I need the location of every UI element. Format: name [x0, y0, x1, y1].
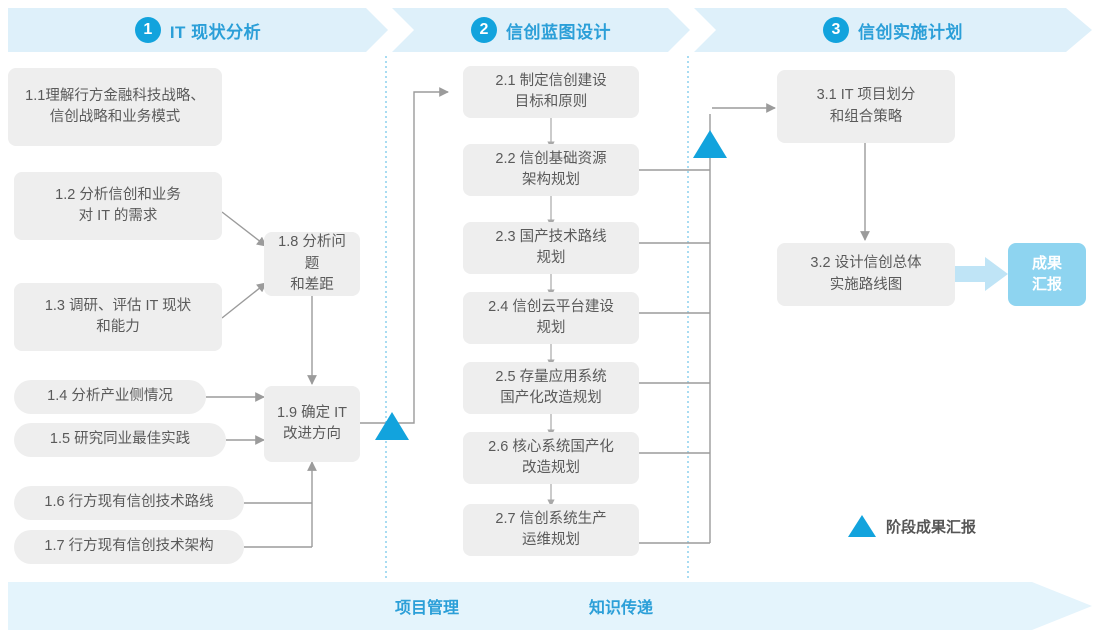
phase-header-1-inner: 1 IT 现状分析: [135, 17, 261, 43]
task-box-1-7[interactable]: 1.7 行方现有信创技术架构: [14, 530, 244, 564]
task-box-1-3-line1: 1.3 调研、评估 IT 现状: [44, 297, 192, 314]
task-box-2-3-line1: 2.3 国产技术路线: [495, 228, 607, 245]
phase-header-3-inner: 3 信创实施计划: [823, 17, 963, 43]
task-box-2-7-line1: 2.7 信创系统生产: [495, 510, 607, 527]
bottom-label-knowledge-transfer: 知识传递: [589, 600, 654, 617]
bottom-label-project-management: 项目管理: [395, 600, 460, 617]
task-box-1-7-label: 1.7 行方现有信创技术架构: [44, 538, 214, 555]
phase-header-2-inner: 2 信创蓝图设计: [471, 17, 611, 43]
milestone-triangle-phase1: [375, 412, 409, 440]
task-box-2-1-line2: 目标和原则: [514, 94, 588, 110]
task-box-2-4[interactable]: 2.4 信创云平台建设 规划: [463, 292, 639, 344]
task-box-1-8-line2: 和差距: [290, 276, 334, 293]
task-box-2-7[interactable]: 2.7 信创系统生产 运维规划: [463, 504, 639, 556]
phase-title-2: 信创蓝图设计: [506, 22, 611, 42]
phase-title-3: 信创实施计划: [858, 22, 963, 42]
phase-title-1: IT 现状分析: [169, 22, 262, 42]
task-box-2-2-line1: 2.2 信创基础资源: [495, 150, 607, 167]
task-box-1-1-line1: 1.1理解行方金融科技战略、: [25, 87, 205, 104]
task-box-2-6-line2: 改造规划: [522, 460, 580, 476]
task-box-1-1-line2: 信创战略和业务模式: [49, 109, 181, 125]
task-box-1-6[interactable]: 1.6 行方现有信创技术路线: [14, 486, 244, 520]
task-box-2-3[interactable]: 2.3 国产技术路线 规划: [463, 222, 639, 274]
task-box-3-1[interactable]: 3.1 IT 项目划分 和组合策略: [777, 70, 955, 143]
task-box-2-5[interactable]: 2.5 存量应用系统 国产化改造规划: [463, 362, 639, 414]
task-box-1-8[interactable]: 1.8 分析问题 和差距: [264, 232, 360, 296]
milestone-triangle-phase2: [693, 130, 727, 158]
task-box-2-6-line1: 2.6 核心系统国产化: [488, 438, 614, 455]
task-box-2-1-line1: 2.1 制定信创建设: [495, 72, 607, 89]
task-box-3-2[interactable]: 3.2 设计信创总体 实施路线图: [777, 243, 955, 306]
bottom-band: [8, 582, 1092, 630]
task-box-1-2[interactable]: 1.2 分析信创和业务 对 IT 的需求: [14, 172, 222, 240]
result-arrow-icon: [955, 257, 1008, 291]
task-box-1-3[interactable]: 1.3 调研、评估 IT 现状 和能力: [14, 283, 222, 351]
task-box-2-6[interactable]: 2.6 核心系统国产化 改造规划: [463, 432, 639, 484]
edge-1-2-to-1-8: [221, 211, 267, 247]
task-box-2-2-line2: 架构规划: [522, 172, 580, 188]
task-box-2-4-line2: 规划: [536, 320, 566, 336]
edge-1-9-to-2-1: [360, 87, 449, 424]
task-box-1-6-label: 1.6 行方现有信创技术路线: [44, 494, 214, 511]
phase-number-badge-1: 1: [135, 17, 161, 43]
phase-header-3: 3 信创实施计划: [694, 8, 1092, 52]
task-box-1-5[interactable]: 1.5 研究同业最佳实践: [14, 423, 226, 457]
phase-number-badge-2: 2: [471, 17, 497, 43]
task-box-3-2-line2: 实施路线图: [829, 276, 903, 293]
task-box-2-3-line2: 规划: [536, 250, 566, 266]
legend: 阶段成果汇报: [848, 515, 976, 537]
task-box-3-2-line1: 3.2 设计信创总体: [810, 255, 922, 272]
task-box-2-4-line1: 2.4 信创云平台建设: [488, 298, 614, 315]
phase-number-badge-3: 3: [823, 17, 849, 43]
result-badge[interactable]: 成果 汇报: [1008, 243, 1086, 306]
task-box-1-8-line1: 1.8 分析问题: [278, 234, 346, 272]
task-box-2-1[interactable]: 2.1 制定信创建设 目标和原则: [463, 66, 639, 118]
task-box-1-9[interactable]: 1.9 确定 IT 改进方向: [264, 386, 360, 462]
phase-header-2: 2 信创蓝图设计: [392, 8, 690, 52]
task-box-3-1-line2: 和组合策略: [829, 108, 903, 125]
task-box-1-4[interactable]: 1.4 分析产业侧情况: [14, 380, 206, 414]
task-box-2-7-line2: 运维规划: [522, 532, 580, 548]
task-box-2-5-line2: 国产化改造规划: [500, 390, 602, 406]
task-box-1-2-line2: 对 IT 的需求: [78, 208, 158, 224]
triangle-icon: [848, 515, 876, 537]
task-box-3-1-line1: 3.1 IT 项目划分: [816, 87, 916, 104]
task-box-1-3-line2: 和能力: [96, 319, 140, 335]
task-box-1-9-line2: 改进方向: [282, 426, 341, 442]
task-box-1-2-line1: 1.2 分析信创和业务: [55, 186, 181, 203]
task-box-1-5-label: 1.5 研究同业最佳实践: [49, 431, 191, 448]
legend-label: 阶段成果汇报: [886, 518, 977, 536]
task-box-1-9-line1: 1.9 确定 IT: [276, 404, 348, 421]
phase-header-1: 1 IT 现状分析: [8, 8, 388, 52]
task-box-2-2[interactable]: 2.2 信创基础资源 架构规划: [463, 144, 639, 196]
edge-1-3-to-1-8: [221, 282, 267, 319]
task-box-1-1[interactable]: 1.1理解行方金融科技战略、 信创战略和业务模式: [8, 68, 222, 146]
task-box-2-5-line1: 2.5 存量应用系统: [495, 368, 607, 385]
task-box-1-4-label: 1.4 分析产业侧情况: [47, 388, 173, 405]
